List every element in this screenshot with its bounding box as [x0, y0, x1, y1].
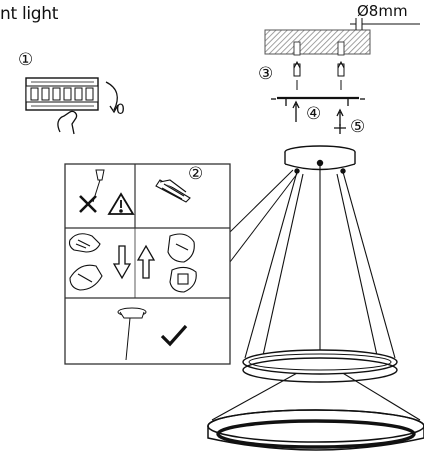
wiring-instruction-panel [64, 163, 231, 365]
callout-lines [229, 169, 298, 263]
step-2-marker: ② [188, 164, 204, 184]
breaker-off-label: 0 [116, 102, 125, 118]
page-title: nt light [0, 4, 59, 24]
mounting-plate [271, 96, 365, 134]
upper-ring [242, 349, 398, 383]
warning-triangle-icon [107, 192, 135, 215]
hand-glove-icon [167, 233, 197, 293]
cross-mark-icon [79, 195, 97, 213]
ceiling-canopy [284, 145, 356, 174]
rotate-arrow-icon [105, 81, 118, 111]
lower-ring [207, 409, 424, 451]
breaker-switches [30, 87, 94, 101]
wire-connector-icon [117, 307, 147, 361]
wire-strip-icon [155, 179, 191, 203]
ceiling-mount [264, 18, 420, 90]
hand-glove-icon [68, 233, 103, 291]
anchor-plug-right [337, 60, 345, 90]
suspension-cables [211, 166, 421, 421]
arrow-up-icon [136, 244, 156, 279]
circuit-breaker [25, 77, 119, 135]
step-5-marker: ⑤ [350, 117, 366, 137]
step-1-marker: ① [18, 50, 34, 70]
arrow-down-icon [112, 245, 132, 280]
screw-icon [334, 124, 346, 134]
check-mark-icon [160, 324, 188, 347]
anchor-plug-left [293, 60, 301, 90]
step-3-marker: ③ [258, 64, 274, 84]
hole-diameter-label: Ø8mm [357, 2, 408, 20]
step-4-marker: ④ [306, 104, 322, 124]
hand-icon [57, 110, 78, 135]
